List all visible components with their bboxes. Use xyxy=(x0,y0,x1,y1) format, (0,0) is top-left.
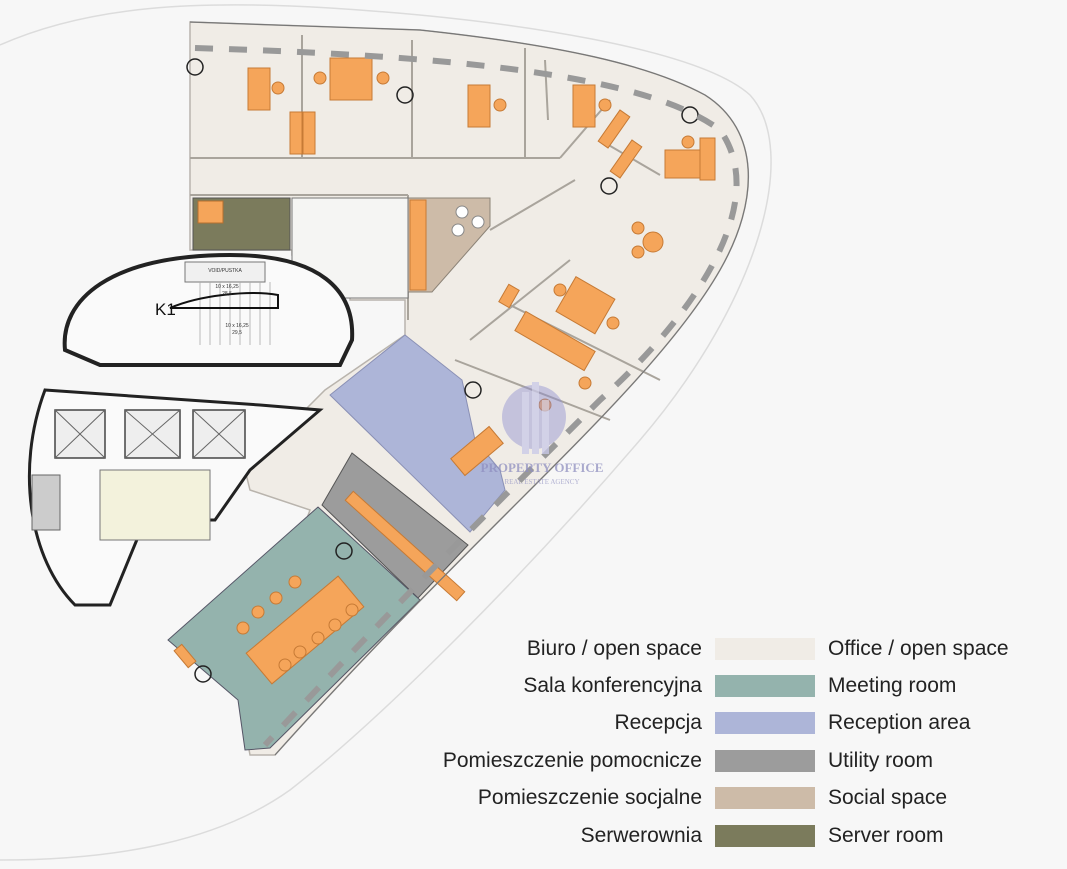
core-label: K1 xyxy=(155,300,176,319)
watermark-logo-icon xyxy=(502,382,566,454)
legend-label-en: Server room xyxy=(828,824,944,847)
elevator-crosses xyxy=(54,409,246,459)
legend-swatch xyxy=(715,675,815,697)
columns xyxy=(186,58,699,683)
legend-label-pl: Recepcja xyxy=(614,711,702,734)
legend-item-office: Biuro / open space Office / open space xyxy=(0,636,1067,662)
stair-bottom-sub: 29,5 xyxy=(232,330,242,336)
void-label: VOID/PUSTKA xyxy=(208,268,242,274)
legend-label-en: Social space xyxy=(828,786,948,809)
room-reception xyxy=(329,334,506,533)
legend-item-meeting: Sala konferencyjna Meeting room xyxy=(0,673,1067,699)
restroom-core xyxy=(99,469,211,541)
legend-label-pl: Sala konferencyjna xyxy=(523,674,702,697)
elevators xyxy=(54,409,246,459)
legend-label-en: Office / open space xyxy=(828,637,1009,660)
shaft xyxy=(31,474,61,531)
stair-top-label: 10 x 16,25 xyxy=(215,284,239,290)
legend-swatch xyxy=(715,750,815,772)
stair-bottom-label: 10 x 16,25 xyxy=(225,323,249,329)
stair-landing xyxy=(169,292,279,309)
legend-label-pl: Pomieszczenie socjalne xyxy=(477,786,702,809)
legend-item-social: Pomieszczenie socjalne Social space xyxy=(0,785,1067,811)
legend-swatch xyxy=(715,787,815,809)
chairs xyxy=(236,71,695,672)
legend-item-reception: Recepcja Reception area xyxy=(0,710,1067,736)
watermark-subtitle: REAL ESTATE AGENCY xyxy=(504,478,580,486)
server-rack xyxy=(197,200,224,224)
furniture xyxy=(173,57,716,685)
legend-label-en: Reception area xyxy=(828,711,971,734)
legend-swatch xyxy=(715,825,815,847)
site-outline xyxy=(0,4,772,861)
legend-label-pl: Serwerownia xyxy=(580,824,702,847)
watermark: PROPERTY OFFICE REAL ESTATE AGENCY xyxy=(462,372,622,492)
legend-item-server: Serwerownia Server room xyxy=(0,823,1067,849)
legend-swatch xyxy=(715,712,815,734)
core-stairwell xyxy=(62,252,355,367)
legend-label-en: Utility room xyxy=(828,749,934,772)
stair-top-sub: 28,5 xyxy=(222,291,232,297)
legend-label-pl: Pomieszczenie pomocnicze xyxy=(442,749,702,772)
legend-label-en: Meeting room xyxy=(828,674,957,697)
legend-item-utility: Pomieszczenie pomocnicze Utility room xyxy=(0,748,1067,774)
facade-outline xyxy=(189,21,749,756)
social-stools xyxy=(451,205,485,237)
facade-windows xyxy=(194,45,740,748)
void xyxy=(184,261,266,283)
watermark-title: PROPERTY OFFICE xyxy=(480,460,604,475)
legend-swatch xyxy=(715,638,815,660)
legend-label-pl: Biuro / open space xyxy=(526,637,702,660)
